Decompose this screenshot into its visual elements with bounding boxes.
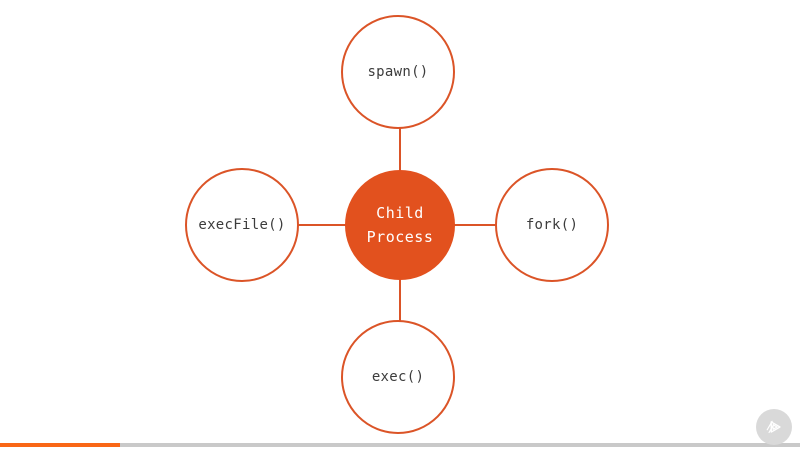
play-button[interactable] xyxy=(756,409,792,445)
center-label-line1: Child xyxy=(376,204,424,222)
node-fork: fork() xyxy=(495,168,609,282)
node-exec: exec() xyxy=(341,320,455,434)
node-spawn: spawn() xyxy=(341,15,455,129)
connector-center-to-execfile xyxy=(297,224,347,226)
connector-center-to-spawn xyxy=(399,127,401,172)
node-child-process: Child Process xyxy=(345,170,455,280)
connector-center-to-fork xyxy=(453,224,497,226)
center-label-line2: Process xyxy=(366,228,434,246)
video-progress-fill xyxy=(0,443,120,447)
node-fork-label: fork() xyxy=(525,217,579,233)
video-progress-bar[interactable] xyxy=(0,443,800,447)
node-exec-label: exec() xyxy=(371,369,425,385)
node-spawn-label: spawn() xyxy=(367,64,429,80)
pluralsight-play-icon xyxy=(763,416,785,438)
node-execfile: execFile() xyxy=(185,168,299,282)
node-execfile-label: execFile() xyxy=(198,217,286,233)
connector-center-to-exec xyxy=(399,278,401,322)
